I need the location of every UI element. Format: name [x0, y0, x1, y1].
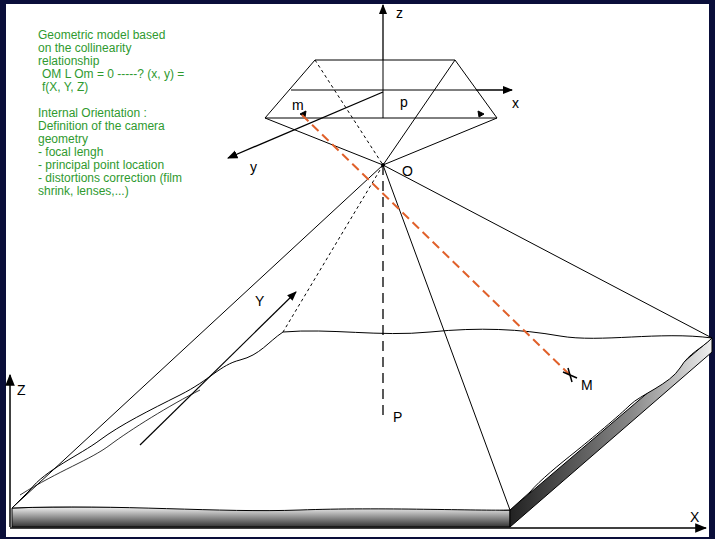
note-item: - principal point location: [38, 159, 208, 172]
note-item: - focal lengh: [38, 146, 208, 159]
ray: [12, 165, 383, 508]
axis-label: y: [250, 160, 257, 175]
hidden-cone-edge: [315, 60, 383, 165]
image-frame: [265, 60, 497, 118]
fiducial-mark: [478, 111, 484, 117]
projection-rays: [12, 165, 712, 510]
ray: [383, 165, 510, 510]
projection-centre: [381, 163, 385, 167]
point-M-cross: [563, 368, 577, 382]
plane-cross: [291, 90, 476, 91]
note-item: - distortions correction (film shrink, l…: [38, 172, 188, 198]
point-label: M: [581, 378, 593, 393]
terrain-slab: [12, 329, 712, 527]
camera-z-axis: [382, 5, 383, 60]
note-heading: Internal Orientation : Definition of the…: [38, 107, 188, 146]
ground-z-axis: [9, 375, 11, 527]
cone-edge: [383, 60, 455, 165]
terrain-surface: [12, 329, 712, 510]
point-label: p: [400, 95, 408, 110]
axis-label: Z: [17, 383, 26, 398]
axis-label: X: [690, 510, 699, 525]
collinearity-ray: [302, 115, 570, 375]
camera-x-axis: [476, 89, 512, 90]
ray: [383, 165, 712, 338]
axis-label: x: [512, 96, 519, 111]
point-label: P: [393, 410, 402, 425]
hidden-ray: [283, 165, 383, 332]
cone-edge: [383, 118, 497, 165]
equation-text: OM L Om = 0 -----? (x, y) = f(X, Y, Z): [42, 68, 200, 94]
point-label: m: [292, 98, 304, 113]
point-label: O: [402, 164, 413, 179]
ground-x-axis: [10, 527, 706, 529]
terrain-relief: [20, 390, 200, 495]
principal-axis: [382, 165, 383, 420]
cone-edge: [265, 118, 383, 165]
cross-stroke: [568, 368, 572, 382]
camera-y-axis: [228, 92, 383, 158]
image-plane: [265, 60, 497, 165]
note-text: Geometric model based on the collinearit…: [38, 29, 178, 68]
axis-label: z: [396, 6, 403, 21]
plane-cross: [383, 60, 384, 118]
axis-label: Y: [255, 294, 264, 309]
